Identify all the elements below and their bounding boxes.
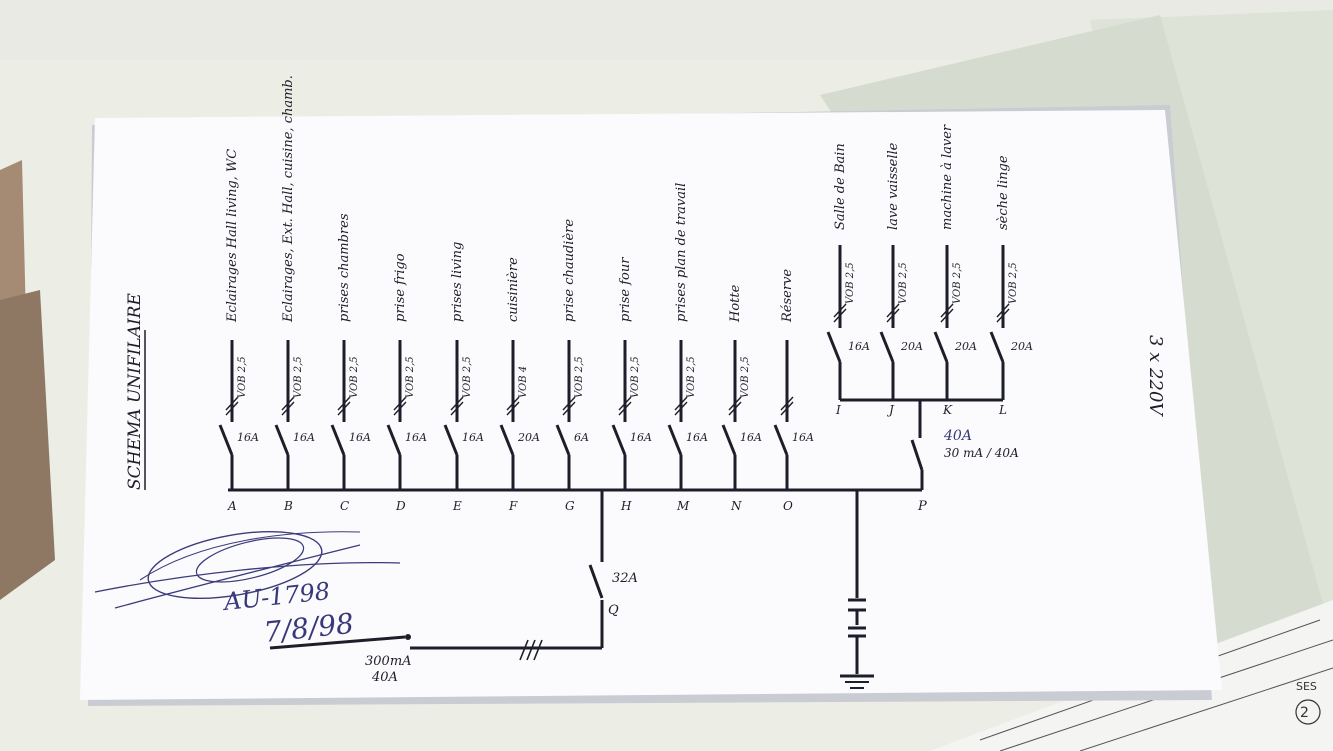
circuit-cable: VOB 2,5 xyxy=(293,356,304,398)
circuit-m: M 16A VOB 2,5 prises plan de travail xyxy=(667,183,708,513)
circuit-cable: VOB 2,5 xyxy=(462,356,473,398)
svg-text:SES: SES xyxy=(1296,680,1317,693)
circuit-id: C xyxy=(340,499,349,513)
circuit-o: O 16A Réserve xyxy=(773,269,814,513)
circuit-label: prise four xyxy=(618,257,633,322)
paper-sheet xyxy=(80,110,1222,700)
supply-label: 3 x 220V xyxy=(1145,335,1166,417)
circuit-id: A xyxy=(227,499,237,513)
circuit-cable: VOB 2,5 xyxy=(630,356,641,398)
circuit-id: B xyxy=(283,499,293,513)
circuit-rating: 16A xyxy=(237,431,259,444)
circuit-label: Eclairages Hall living, WC xyxy=(225,149,240,323)
circuit-rating: 16A xyxy=(686,431,708,444)
circuit-rating: 20A xyxy=(954,340,977,353)
main-sensitivity: 300mA xyxy=(365,654,412,669)
circuit-n: N 16A VOB 2,5 Hotte xyxy=(721,284,762,513)
circuit-label: machine à laver xyxy=(940,124,955,230)
breaker-q: Q 32A 300mA 40A xyxy=(269,490,638,685)
main-rating: 40A xyxy=(371,670,398,685)
circuit-rating: 16A xyxy=(293,431,315,444)
circuit-cable: VOB 2,5 xyxy=(405,356,416,398)
circuit-label: prises living xyxy=(450,242,465,322)
circuit-label: cuisinière xyxy=(506,257,521,322)
circuit-rating: 20A xyxy=(517,431,540,444)
circuit-id: L xyxy=(998,403,1007,417)
circuit-l: L 20A VOB 2,5 sèche linge xyxy=(989,155,1033,417)
circuit-cable: VOB 2,5 xyxy=(686,356,697,398)
circuit-id: I xyxy=(835,403,841,417)
diff-breaker-p: P 40A 30 mA / 40A xyxy=(840,398,1019,514)
circuit-label: lave vaisselle xyxy=(886,142,901,230)
circuit-g: G 6A VOB 2,5 prise chaudière xyxy=(555,219,589,513)
circuit-c: C 16A VOB 2,5 prises chambres xyxy=(330,213,371,513)
circuit-cable: VOB 2,5 xyxy=(740,356,751,398)
circuit-group: A 16A VOB 2,5 Eclairages Hall living, WC B 16… xyxy=(218,75,814,513)
circuit-id: M xyxy=(676,499,690,513)
circuit-id: G xyxy=(565,499,575,513)
breaker-q-id: Q xyxy=(608,603,619,618)
circuit-label: prises plan de travail xyxy=(674,183,689,322)
circuit-label: Réserve xyxy=(780,269,795,323)
circuit-rating: 16A xyxy=(630,431,652,444)
circuit-rating: 20A xyxy=(1010,340,1033,353)
circuit-label: prise chaudière xyxy=(562,219,577,322)
circuit-k: K 20A VOB 2,5 machine à laver xyxy=(933,124,977,417)
circuit-label: prises chambres xyxy=(337,213,352,322)
circuit-rating: 16A xyxy=(405,431,427,444)
circuit-id: K xyxy=(942,403,953,417)
circuit-rating: 16A xyxy=(462,431,484,444)
circuit-label: Eclairages, Ext. Hall, cuisine, chamb. xyxy=(281,75,296,323)
circuit-rating: 6A xyxy=(574,431,589,444)
circuit-rating: 20A xyxy=(900,340,923,353)
ground-symbol xyxy=(840,490,874,689)
circuit-id: J xyxy=(886,403,895,417)
breaker-q-rating: 32A xyxy=(612,571,638,586)
circuit-cable: VOB 4 xyxy=(518,366,529,398)
circuit-cable: VOB 2,5 xyxy=(349,356,360,398)
circuit-h: H 16A VOB 2,5 prise four xyxy=(611,257,652,513)
circuit-rating: 16A xyxy=(848,340,870,353)
circuit-i: I 16A VOB 2,5 Salle de Bain xyxy=(826,143,870,417)
circuit-label: Hotte xyxy=(728,284,743,323)
circuit-f: F 20A VOB 4 cuisinière xyxy=(499,257,540,513)
circuit-d: D 16A VOB 2,5 prise frigo xyxy=(386,253,427,513)
circuit-b: B 16A VOB 2,5 Eclairages, Ext. Hall, cuisin… xyxy=(274,75,315,513)
circuit-e: E 16A VOB 2,5 prises living xyxy=(443,242,484,513)
circuit-label: Salle de Bain xyxy=(833,143,848,230)
diff-p-id: P xyxy=(917,499,927,514)
circuit-id: N xyxy=(730,499,742,513)
circuit-rating: 16A xyxy=(349,431,371,444)
circuit-cable: VOB 2,5 xyxy=(574,356,585,398)
circuit-cable: VOB 2,5 xyxy=(1008,262,1019,304)
circuit-cable: VOB 2,5 xyxy=(845,262,856,304)
circuit-cable: VOB 2,5 xyxy=(237,356,248,398)
svg-text:2: 2 xyxy=(1300,705,1309,721)
circuit-id: D xyxy=(395,499,406,513)
circuit-id: O xyxy=(783,499,793,513)
circuit-label: sèche linge xyxy=(996,155,1011,230)
circuit-id: E xyxy=(452,499,462,513)
circuit-j: J 20A VOB 2,5 lave vaisselle xyxy=(879,142,923,417)
circuit-id: H xyxy=(620,499,632,513)
circuit-label: prise frigo xyxy=(393,253,408,322)
diff-p-sensitivity: 30 mA / 40A xyxy=(944,446,1019,460)
circuit-id: F xyxy=(508,499,518,513)
diagram-title: SCHEMA UNIFILAIRE xyxy=(125,293,145,490)
circuit-a: A 16A VOB 2,5 Eclairages Hall living, WC xyxy=(218,149,259,513)
circuit-rating: 16A xyxy=(740,431,762,444)
diff-p-rating: 40A xyxy=(943,428,972,444)
circuit-cable: VOB 2,5 xyxy=(952,262,963,304)
circuit-cable: VOB 2,5 xyxy=(898,262,909,304)
circuit-rating: 16A xyxy=(792,431,814,444)
